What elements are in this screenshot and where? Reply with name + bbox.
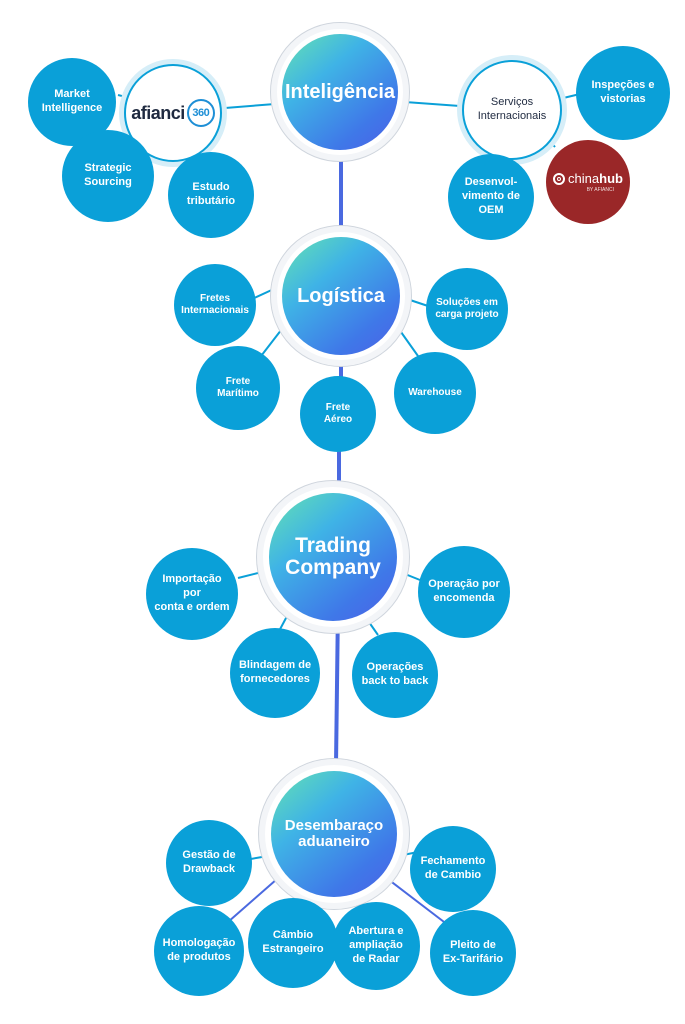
desembaraco-title: Desembaraço aduaneiro <box>284 817 384 850</box>
inteligencia-title: Inteligência <box>284 80 396 103</box>
logistica-halo: Logística <box>270 225 412 367</box>
cambio-estrangeiro-node[interactable]: Câmbio Estrangeiro <box>248 898 338 988</box>
inteligencia-hub[interactable]: Inteligência <box>282 34 398 150</box>
logistica-hub[interactable]: Logística <box>282 237 400 355</box>
logistica-title: Logística <box>297 284 385 307</box>
blindagem-fornecedores-node[interactable]: Blindagem de fornecedores <box>230 628 320 718</box>
pleito-ex-tarifario-node[interactable]: Pleito de Ex-Tarifário <box>430 910 516 996</box>
strategic-sourcing-node[interactable]: Strategic Sourcing <box>62 130 154 222</box>
chinahub-logo-icon <box>553 172 566 185</box>
trading-company-title: Trading Company <box>285 533 381 579</box>
frete-maritimo-node[interactable]: Frete Marítimo <box>196 346 280 430</box>
frete-aereo-node[interactable]: Frete Aéreo <box>300 376 376 452</box>
operacao-encomenda-node[interactable]: Operação por encomenda <box>418 546 510 638</box>
afianci-360-logo: afianci 360 <box>131 99 215 127</box>
solucoes-carga-projeto-node[interactable]: Soluções em carga projeto <box>426 268 508 350</box>
estudo-tributario-node[interactable]: Estudo tributário <box>168 152 254 238</box>
operacoes-back-to-back-node[interactable]: Operações back to back <box>352 632 438 718</box>
fretes-internacionais-node[interactable]: Fretes Internacionais <box>174 264 256 346</box>
fechamento-cambio-node[interactable]: Fechamento de Cambio <box>410 826 496 912</box>
trading-company-halo: Trading Company <box>256 480 410 634</box>
trading-company-hub[interactable]: Trading Company <box>269 493 397 621</box>
inteligencia-halo: Inteligência <box>270 22 410 162</box>
homologacao-produtos-node[interactable]: Homologação de produtos <box>154 906 244 996</box>
afianci-360-node[interactable]: afianci 360 <box>124 64 222 162</box>
servicos-internacionais-node[interactable]: Serviços Internacionais <box>462 60 562 160</box>
gestao-drawback-node[interactable]: Gestão de Drawback <box>166 820 252 906</box>
warehouse-node[interactable]: Warehouse <box>394 352 476 434</box>
360-badge-icon: 360 <box>186 99 215 127</box>
connector-line <box>224 103 276 109</box>
desenvolvimento-oem-node[interactable]: Desenvol- vimento de OEM <box>448 154 534 240</box>
connector-line <box>404 101 461 107</box>
abertura-radar-node[interactable]: Abertura e ampliação de Radar <box>332 902 420 990</box>
importacao-conta-ordem-node[interactable]: Importação por conta e ordem <box>146 548 238 640</box>
inspecoes-vistorias-node[interactable]: Inspeções e vistorias <box>576 46 670 140</box>
desembaraco-halo: Desembaraço aduaneiro <box>258 758 410 910</box>
desembaraco-hub[interactable]: Desembaraço aduaneiro <box>271 771 397 897</box>
